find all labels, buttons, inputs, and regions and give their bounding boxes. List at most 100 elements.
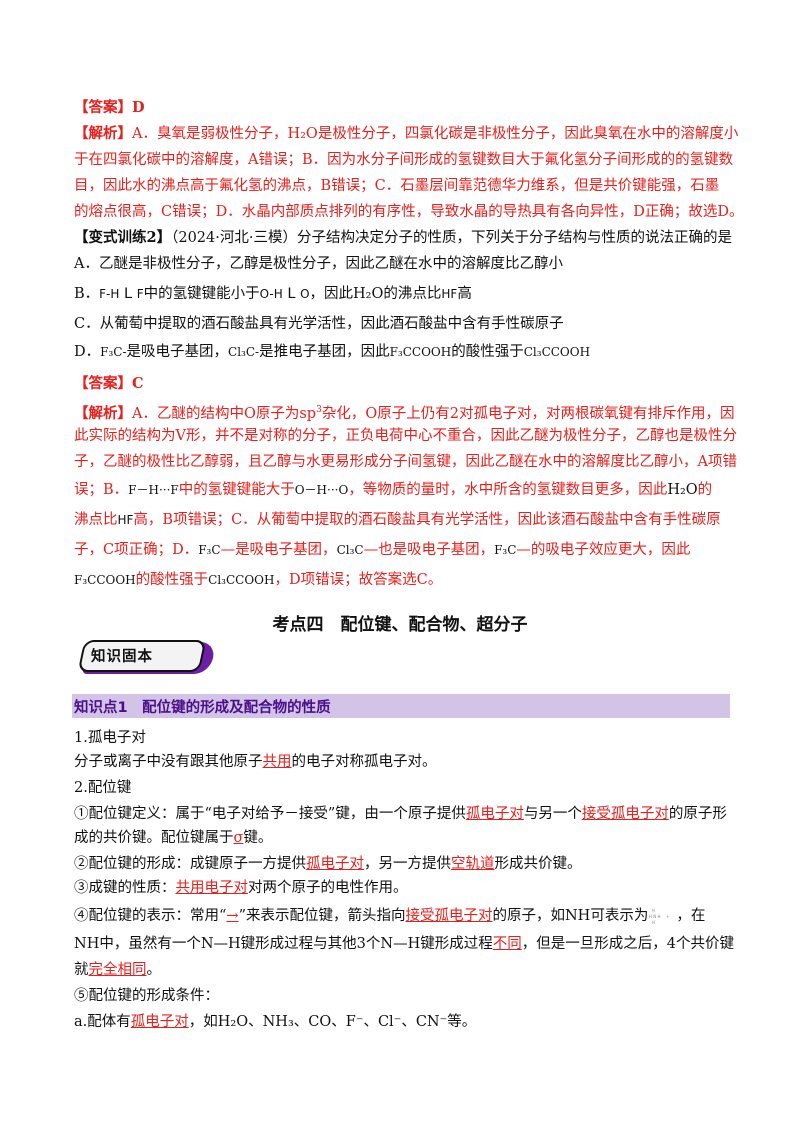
analysis-text: 高，B项错误；C．从葡萄中提取的酒石酸盐具有光学活性，因此该酒石酸盐中含有手性碳… — [133, 512, 721, 528]
variant-question-stem: 【变式训练2】（2024·河北·三模）分子结构决定分子的性质，下列关于分子结构与… — [74, 228, 734, 248]
text: 键。 — [243, 830, 273, 846]
formula-hf: HF — [117, 513, 134, 527]
text: ，在 — [676, 908, 706, 924]
analysis-label: 【解析】 — [74, 404, 132, 422]
formula-h2o: H₂O — [667, 482, 698, 498]
underlined-answer: 完全相同 — [88, 962, 147, 978]
option-d-letter: D． — [74, 344, 101, 360]
text: 的原子，如NH可表示为 — [492, 908, 649, 924]
formula-cl3c: Cl₃C- — [228, 345, 260, 359]
underlined-answer: σ — [233, 830, 244, 846]
text: ②配位键的形成：成键原子一方提供 — [74, 856, 306, 872]
underlined-answer: 共用电子对 — [175, 880, 249, 896]
text: a.配体有 — [74, 1014, 131, 1030]
knowledge-point-header: 知识点1 配位键的形成及配合物的性质 — [72, 694, 730, 718]
analysis-text: A．臭氧是弱极性分子，H₂O是极性分子，四氯化碳是非极性分子，因此臭氧在水中的溶… — [132, 126, 739, 142]
formula-fhf: F－H···F — [128, 483, 179, 497]
svg-text:+: + — [666, 914, 669, 919]
arrow-symbol: → — [226, 908, 239, 924]
para-formation: ②配位键的形成：成键原子一方提供孤电子对，另一方提供空轨道形成共价键。 — [74, 854, 734, 874]
analysis-text: —也是吸电子基团， — [363, 542, 495, 558]
analysis-text: —是吸电子基团， — [220, 542, 337, 558]
variant-stem-text: （2024·河北·三模）分子结构决定分子的性质，下列关于分子结构与性质的说法正确… — [171, 230, 732, 246]
formula-f3c: F₃C- — [100, 345, 127, 359]
para-conditions: ⑤配位键的形成条件： — [74, 988, 219, 1004]
option-a: A．乙醚是非极性分子，乙醇是极性分子，因此乙醚在水中的溶解度比乙醇小 — [74, 256, 563, 272]
ammonium-structure-icon: HH N HH + — [649, 908, 669, 925]
analysis-2-line-3: 子，乙醚的极性比乙醇弱，且乙醇与水更易形成分子间氢键，因此乙醚在水中的溶解度比乙… — [74, 454, 737, 470]
text: 分子或离子中没有跟其他原子 — [74, 754, 263, 770]
underlined-answer: 空轨道 — [451, 856, 495, 872]
para-representation-2: NH中，虽然有一个N—H键形成过程与其他3个N—H键形成过程不同，但是一旦形成之… — [74, 934, 734, 954]
underlined-answer: 不同 — [492, 936, 522, 952]
answer-label: 【答案】 — [74, 375, 132, 392]
answer-label: 【答案】 — [74, 99, 132, 116]
option-b-text-3: 的沸点比 — [383, 286, 442, 302]
text: 对两个原子的电性作用。 — [248, 880, 408, 896]
superscript: 3 — [316, 405, 322, 415]
para-nature: ③成键的性质：共用电子对对两个原子的电性作用。 — [74, 878, 734, 898]
text: ①配位键定义：属于“电子对给予－接受”键，由一个原子提供 — [74, 806, 466, 822]
text: 就 — [74, 962, 89, 978]
text: ④配位键的表示：常用“ — [74, 908, 227, 924]
analysis-text: ，等物质的量时，水中所含的氢键数目更多，因此 — [348, 482, 668, 498]
text: NH中，虽然有一个N—H键形成过程与其他3个N—H键形成过程 — [74, 936, 493, 952]
text: 的原子形 — [668, 806, 727, 822]
svg-text:H: H — [652, 920, 655, 925]
formula-f3ccooh: F₃CCOOH — [74, 573, 136, 587]
formula-f3c: F₃C — [198, 543, 221, 557]
formula-oho: O－H···O — [294, 483, 349, 497]
formula-cl3ccooh: Cl₃CCOOH — [523, 345, 591, 359]
text: 。 — [146, 962, 162, 978]
analysis-text: 沸点比 — [74, 512, 118, 528]
formula-fh: F-H — [99, 287, 120, 301]
text: 的电子对称孤电子对。 — [291, 754, 437, 770]
text: ，如H₂O、NH₃、CO、F⁻、Cl⁻、CN⁻等。 — [188, 1014, 477, 1030]
option-b-text: 中的氢键键能小于 — [143, 286, 260, 302]
analysis-1-line-3: 目，因此水的沸点高于氟化氢的沸点，B错误；C．石墨层间靠范德华力维系，但是共价键… — [74, 178, 720, 194]
option-c: C．从葡萄中提取的酒石酸盐具有光学活性，因此酒石酸盐中含有手性碳原子 — [74, 316, 564, 332]
text: ，但是一旦形成之后，4个共价键 — [521, 936, 734, 952]
text: ③成键的性质： — [74, 880, 176, 896]
formula-hf: HF — [441, 287, 458, 301]
text: ”来表示配位键，箭头指向 — [238, 908, 406, 924]
para-definition-2: 成的共价键。配位键属于σ键。 — [74, 828, 734, 848]
formula-cl3ccooh: Cl₃CCOOH — [208, 573, 275, 587]
para-representation-3: 就完全相同。 — [74, 960, 734, 980]
option-b-text-4: 高 — [457, 286, 472, 302]
formula-f3c: F₃C — [494, 543, 517, 557]
underlined-answer: 孤电子对 — [130, 1014, 189, 1030]
text: ，另一方提供 — [364, 856, 451, 872]
analysis-2-line-1: 【解析】A．乙醚的结构中O原子为sp3杂化，O原子上仍有2对孤电子对，对两根碳氧… — [74, 400, 734, 424]
formula-oh: O-H — [259, 287, 283, 301]
para-lone-pair: 分子或离子中没有跟其他原子共用的电子对称孤电子对。 — [74, 752, 734, 772]
option-d-text-3: 的酸性强于 — [451, 344, 524, 360]
analysis-1-line-2: 于在四氯化碳中的溶解度，A错误；B．因为水分子间形成的氢键数目大于氟化氢分子间形… — [74, 152, 734, 168]
analysis-2-line-2: 此实际的结构为V形，并不是对称的分子，正负电荷中心不重合，因此乙醚为极性分子，乙… — [74, 428, 737, 444]
section-title: 考点四 配位键、配合物、超分子 — [272, 615, 528, 635]
analysis-text: 中的氢键键能大于 — [178, 482, 295, 498]
analysis-text: 误；B． — [74, 482, 129, 498]
formula-o: O — [300, 287, 310, 301]
text: 与另一个 — [523, 806, 582, 822]
analysis-2-line-6: 子，C项正确；D．F₃C—是吸电子基团，Cl₃C—也是吸电子基团，F₃C—的吸电… — [74, 540, 734, 560]
answer-line-1: 【答案】D — [74, 98, 734, 118]
badge-text: 知识固本 — [91, 649, 153, 665]
svg-text:H N H: H N H — [649, 914, 661, 919]
analysis-text: 杂化，O原子上仍有2对孤电子对，对两根碳氧键有排斥作用，因 — [321, 405, 735, 422]
analysis-label: 【解析】 — [74, 125, 132, 142]
underlined-answer: 孤电子对 — [465, 806, 524, 822]
formula-f: F — [136, 287, 144, 301]
underlined-answer: 接受孤电子对 — [581, 806, 669, 822]
option-b-text-2: ，因此 — [309, 286, 354, 302]
analysis-text: —的吸电子效应更大，因此 — [516, 542, 691, 558]
analysis-2-line-5: 沸点比HF高，B项错误；C．从葡萄中提取的酒石酸盐具有光学活性，因此该酒石酸盐中… — [74, 510, 734, 530]
analysis-text: 子，C项正确；D． — [74, 542, 199, 558]
option-b-letter: B． — [74, 286, 100, 302]
analysis-text: ，D项错误；故答案选C。 — [274, 572, 443, 588]
option-d-text: 是吸电子基团， — [126, 344, 229, 360]
answer-value: C — [132, 375, 144, 392]
option-b: B．F-H L F中的氢键键能小于O-H L O，因此H₂O的沸点比HF高 — [74, 286, 472, 302]
analysis-text: 的 — [697, 482, 713, 498]
svg-text:H: H — [652, 908, 655, 913]
